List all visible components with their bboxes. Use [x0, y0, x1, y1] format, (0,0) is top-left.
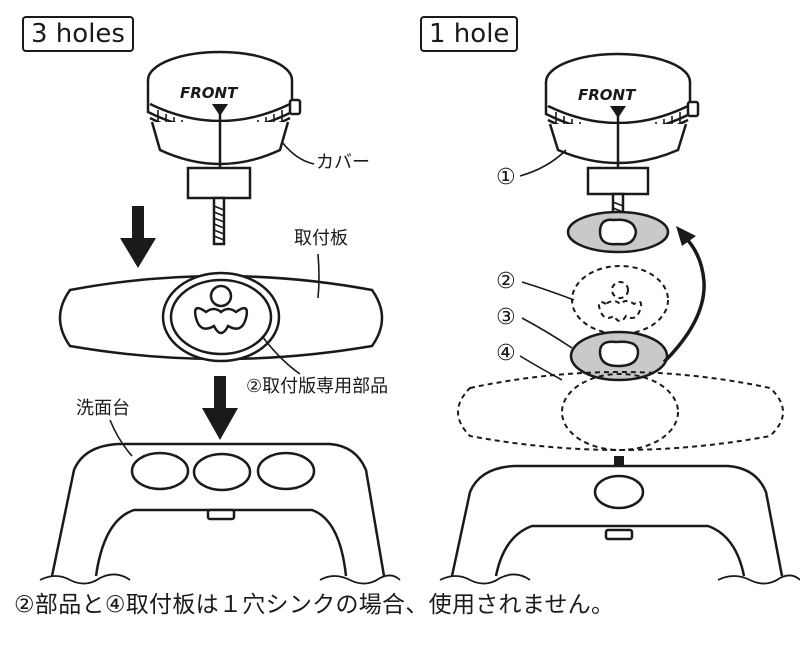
- part2-plate-label: ②取付版専用部品: [246, 376, 389, 397]
- cover-leader: [281, 141, 315, 165]
- basin-leader: [109, 419, 133, 457]
- curved-up-arrowhead: [676, 226, 696, 246]
- cover-label: カバー: [316, 152, 370, 173]
- left-front-label: FRONT: [180, 84, 238, 102]
- curved-up-arrow: [662, 234, 706, 364]
- dashed-part-2: [571, 265, 669, 335]
- three-holes-title: 3 holes: [22, 16, 134, 52]
- callout-4-leader: [519, 355, 563, 381]
- right-front-label: FRONT: [578, 86, 636, 104]
- callout-1-leader: [519, 149, 567, 177]
- callout-2: ②: [496, 269, 516, 294]
- callout-4: ④: [496, 341, 516, 366]
- one-hole-title: 1 hole: [420, 16, 519, 52]
- left-basin-cut: [39, 573, 401, 585]
- left-basin: [50, 442, 386, 577]
- right-basin-cut: [439, 573, 800, 585]
- left-down-arrow-2: [202, 376, 238, 440]
- basin-label: 洗面台: [76, 398, 130, 419]
- part2-leader: [261, 335, 301, 375]
- plate-leader: [317, 253, 320, 299]
- dashed-plate-4: [457, 371, 784, 451]
- callout-2-leader: [521, 281, 575, 301]
- callout-1: ①: [496, 165, 516, 190]
- footnote: ②部品と④取付板は１穴シンクの場合、使用されません。: [14, 592, 615, 618]
- gray-ring-3: [569, 330, 669, 382]
- plate-label: 取付板: [294, 228, 348, 249]
- gray-washer-top: [566, 210, 670, 254]
- callout-3-leader: [521, 317, 573, 349]
- right-faucet: [544, 52, 700, 244]
- left-down-arrow-1: [120, 206, 156, 268]
- callout-3: ③: [496, 305, 516, 330]
- right-basin: [450, 464, 784, 577]
- mounting-plate: [58, 271, 384, 363]
- left-faucet: [146, 50, 302, 246]
